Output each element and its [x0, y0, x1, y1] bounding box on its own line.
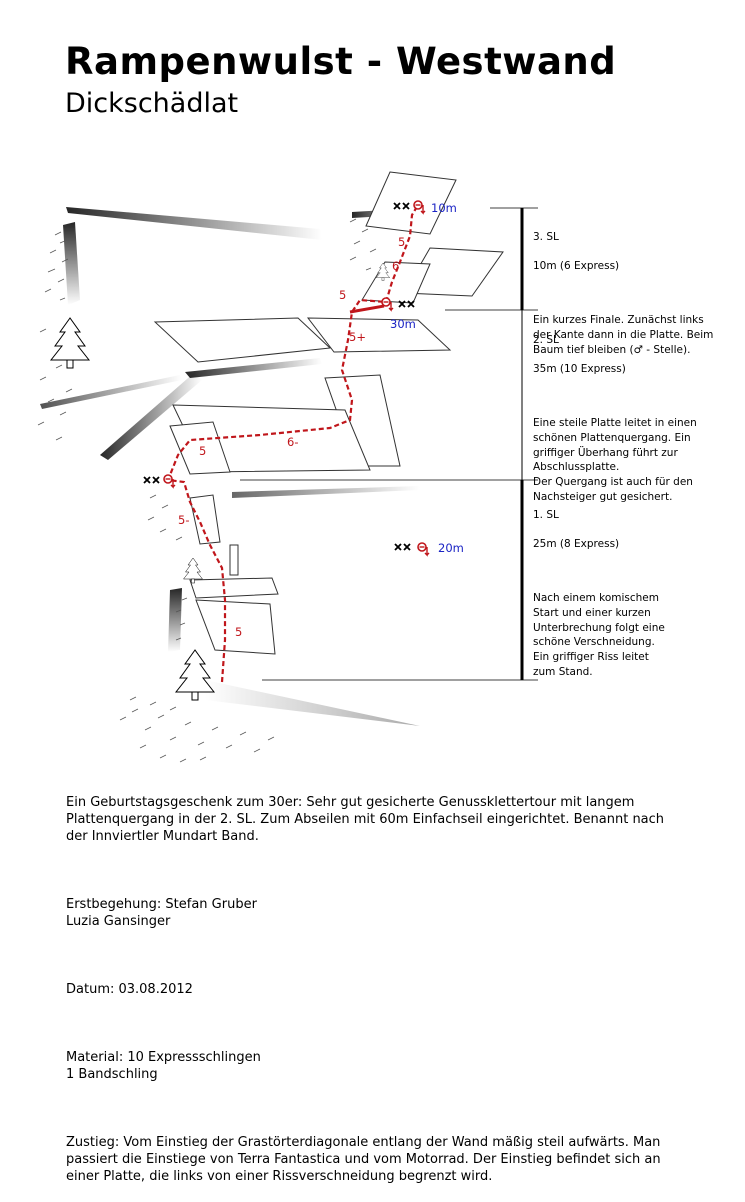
route-topo-diagram: 10m 30m 20m 5 6 5 5 5+ 6- 5 5-: [37, 171, 538, 763]
material: Material: 10 Expressschlingen 1 Bandschl…: [66, 1050, 261, 1082]
page-title: Rampenwulst - Westwand: [65, 40, 617, 83]
grade-label: 6: [392, 259, 399, 273]
rock-slab-icon: [153, 171, 504, 655]
anchor-label-abseil: 20m: [438, 541, 464, 555]
anchor-low: [143, 474, 176, 488]
anchor-label-middle: 30m: [390, 317, 416, 331]
ring-anchor-icon: [163, 474, 176, 488]
intro-text: Ein Geburtstagsgeschenk zum 30er: Sehr g…: [66, 795, 665, 844]
grade-label: 5+: [349, 330, 366, 344]
route-name: Dickschädlat: [65, 88, 239, 119]
ground-slope: [205, 680, 420, 726]
grade-label: 5: [199, 444, 206, 458]
approach: Zustieg: Vom Einstieg der Grastörterdiag…: [66, 1135, 661, 1184]
pitch-length: 25m (8 Express): [533, 538, 620, 551]
pitch-2-info: 2. SL 35m (10 Express) Eine steile Platt…: [533, 318, 697, 519]
ring-anchor-icon: [417, 542, 430, 556]
rock-wall-outline: [40, 207, 421, 652]
pitch-name: 3. SL: [533, 230, 559, 243]
grade-label: 5: [339, 288, 346, 302]
bolt-pair-icon: [143, 476, 160, 484]
pitch-name: 2. SL: [533, 333, 559, 346]
tree-icon: [175, 649, 215, 701]
grass-hatch-icon: [37, 218, 377, 763]
anchor-label-top: 10m: [431, 201, 457, 215]
bolt-pair-icon: [394, 543, 411, 551]
grade-label: 5: [235, 625, 242, 639]
route-description: Ein Geburtstagsgeschenk zum 30er: Sehr g…: [66, 777, 726, 1202]
pitch-3-info: 3. SL 10m (6 Express) Ein kurzes Finale.…: [533, 215, 713, 372]
pitch-length: 35m (10 Express): [533, 363, 626, 376]
tree-icon: [50, 317, 90, 369]
pitch-description: Nach einem komischem Start und einer kur…: [533, 592, 665, 678]
pitch-length: 10m (6 Express): [533, 260, 620, 273]
pitch-description: Ein kurzes Finale. Zunächst links der Ka…: [533, 314, 714, 356]
tree-icon: [183, 557, 203, 584]
anchor-top: 10m: [393, 200, 457, 215]
pitch-description: Eine steile Platte leitet in einen schön…: [533, 417, 697, 503]
route-belay-segment: [349, 304, 385, 314]
pitch-name: 1. SL: [533, 508, 559, 521]
grade-label: 5: [398, 235, 405, 249]
date: Datum: 03.08.2012: [66, 982, 193, 997]
route-line: [166, 204, 419, 683]
first-ascent: Erstbegehung: Stefan Gruber Luzia Gansin…: [66, 897, 257, 929]
pitch-length-scale: [240, 207, 538, 681]
anchor-middle: 30m: [381, 297, 416, 331]
anchor-abseil: 20m: [394, 541, 464, 556]
pitch-1-info: 1. SL 25m (8 Express) Nach einem komisch…: [533, 493, 665, 694]
grade-label: 5-: [178, 513, 189, 527]
grade-label: 6-: [287, 435, 298, 449]
